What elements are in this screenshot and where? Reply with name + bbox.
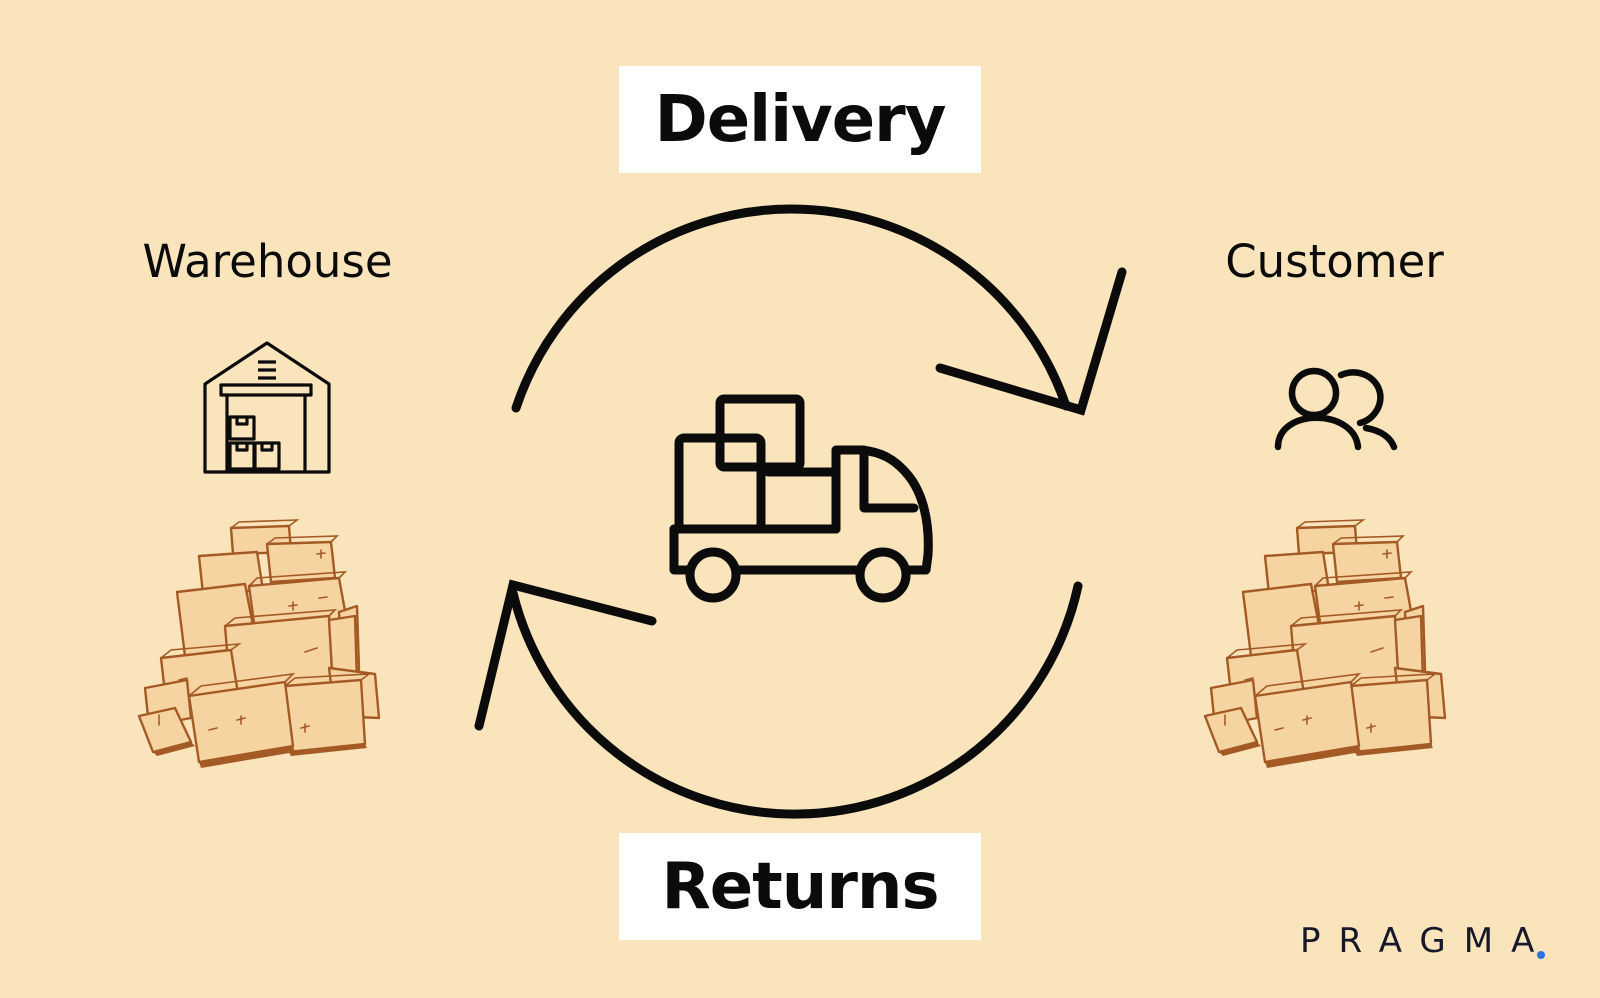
delivery-arrow	[511, 204, 1071, 413]
warehouse-icon	[203, 341, 331, 474]
delivery-label: Delivery	[654, 82, 947, 157]
delivery-label-box: Delivery	[619, 66, 981, 173]
returns-arrowhead	[474, 579, 657, 731]
delivery-arrowhead	[935, 267, 1127, 416]
returns-label: Returns	[661, 849, 939, 924]
brand-dot	[1537, 951, 1545, 959]
warehouse-box-pile	[137, 518, 381, 770]
warehouse-label: Warehouse	[142, 235, 393, 288]
customer-label: Customer	[1225, 235, 1444, 288]
returns-label-box: Returns	[619, 833, 981, 940]
returns-arrow	[508, 581, 1083, 819]
customer-box-pile	[1203, 518, 1447, 770]
delivery-truck-icon	[669, 394, 933, 603]
brand-logo: PRAGMA	[1300, 921, 1553, 961]
users-icon	[1274, 367, 1398, 451]
